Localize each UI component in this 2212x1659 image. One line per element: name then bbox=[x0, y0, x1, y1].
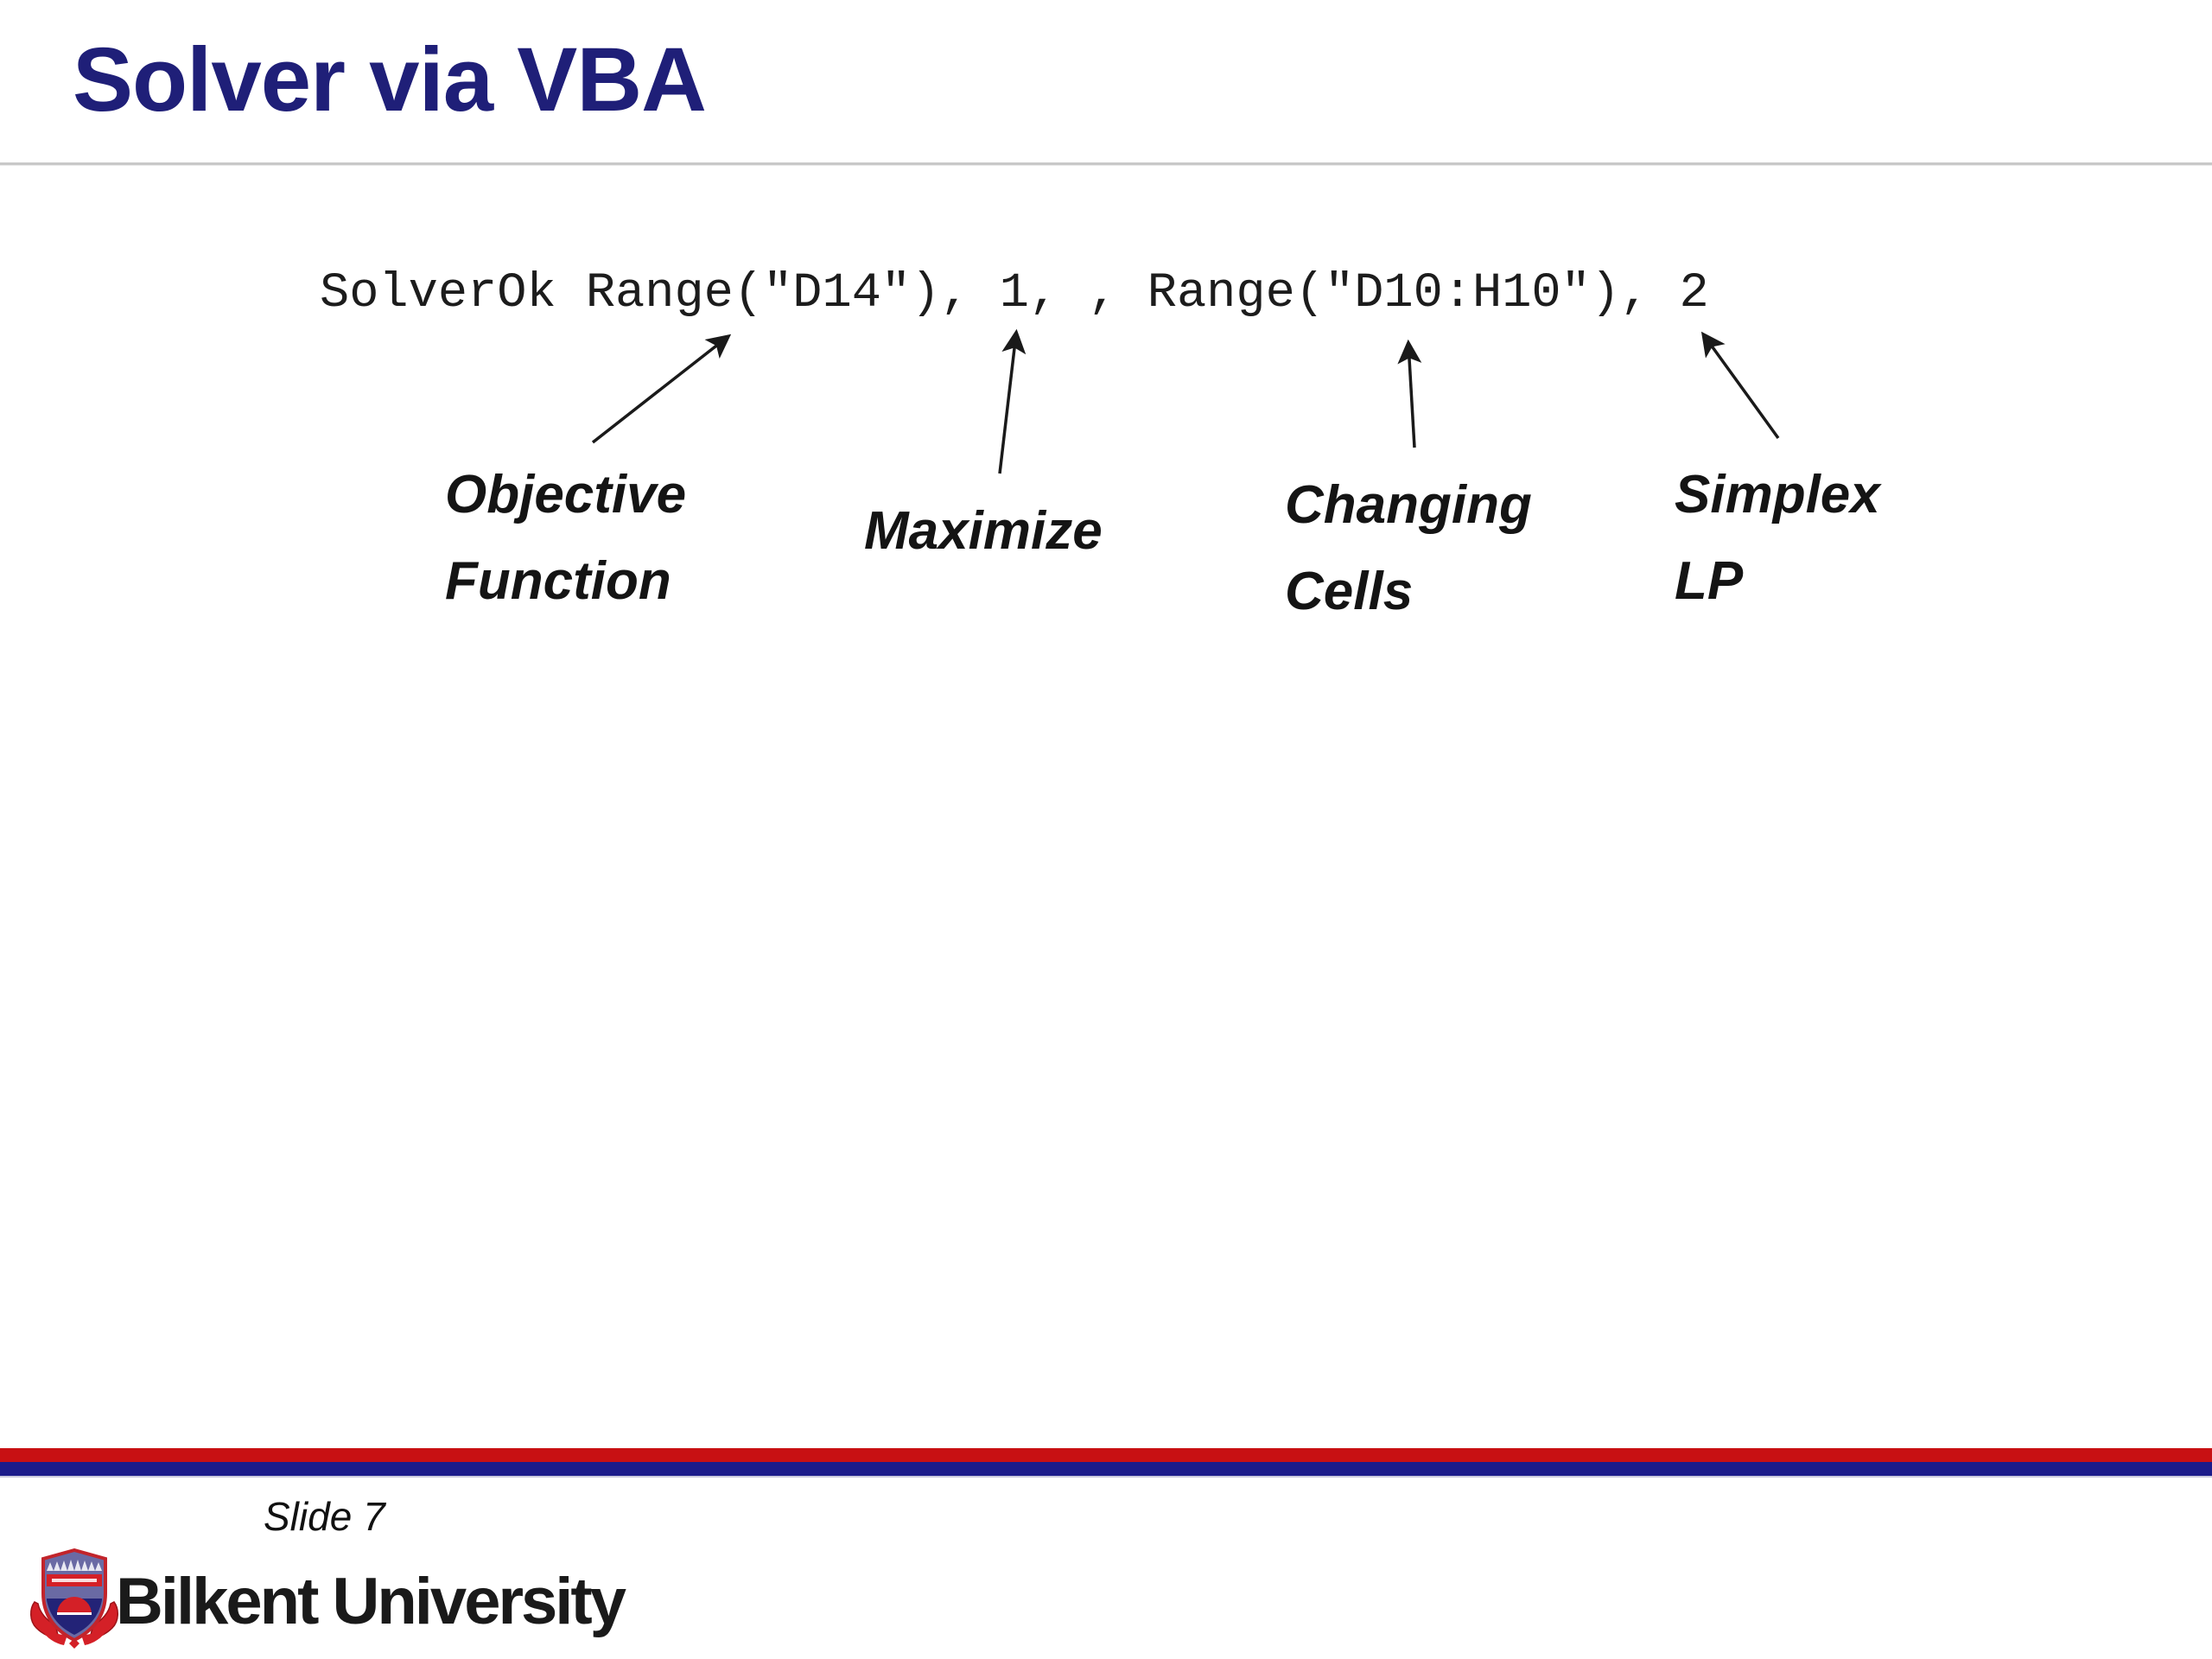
label-changing-cells: Changing Cells bbox=[1285, 475, 1532, 621]
slide-number: Slide 7 bbox=[264, 1494, 385, 1539]
annotation-arrows bbox=[591, 328, 1780, 474]
label-maximize: Maximize bbox=[864, 501, 1103, 561]
arrow-changing-cells-icon bbox=[1397, 339, 1422, 448]
arrow-objective-function-icon bbox=[591, 334, 732, 444]
page-title: Solver via VBA bbox=[73, 29, 707, 130]
bilkent-logo-icon bbox=[30, 1548, 118, 1649]
title-separator bbox=[0, 162, 2212, 166]
footer-bar-shadow bbox=[0, 1476, 2212, 1478]
vba-code-line: SolverOk Range("D14"), 1, , Range("D10:H… bbox=[320, 266, 1709, 321]
arrow-simplex-lp-icon bbox=[1700, 331, 1780, 440]
university-name: Bilkent University bbox=[116, 1565, 626, 1638]
label-objective-function: Objective Function bbox=[445, 465, 687, 611]
footer-bar-blue bbox=[0, 1462, 2212, 1476]
footer-bar-red bbox=[0, 1448, 2212, 1462]
arrow-maximize-icon bbox=[998, 328, 1027, 474]
label-simplex-lp: Simplex LP bbox=[1675, 465, 1880, 611]
